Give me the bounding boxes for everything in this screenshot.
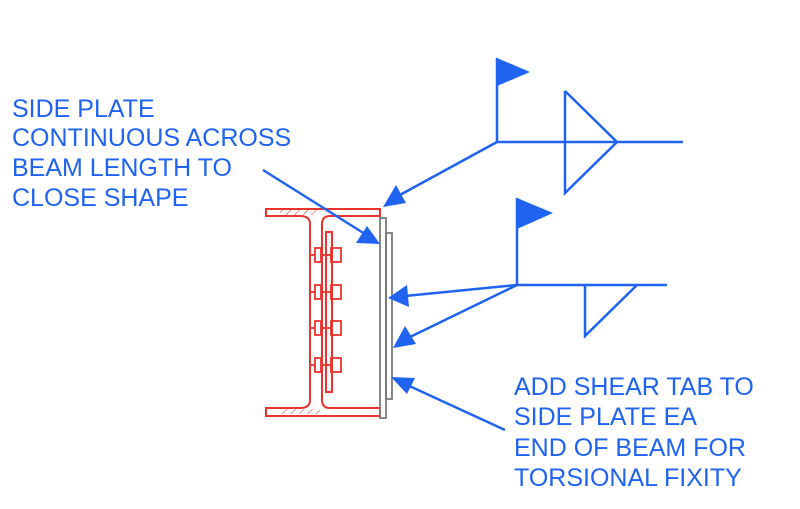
leader-line bbox=[409, 283, 518, 339]
note-line: END OF BEAM FOR bbox=[514, 434, 746, 462]
bolt-group bbox=[309, 247, 342, 373]
bolt bbox=[309, 357, 342, 373]
bolt bbox=[309, 247, 342, 263]
field-weld-flag-icon bbox=[497, 58, 530, 86]
bolt bbox=[309, 320, 342, 336]
note-line: SIDE PLATE EA bbox=[514, 403, 697, 431]
note-line: CONTINUOUS ACROSS bbox=[12, 124, 291, 152]
weld-symbol-top bbox=[383, 58, 683, 207]
shear-tab-plate bbox=[325, 231, 333, 393]
arrowhead-icon bbox=[356, 226, 380, 244]
side-plate-inner bbox=[385, 232, 393, 400]
side-plate-note: SIDE PLATE CONTINUOUS ACROSS BEAM LENGTH… bbox=[12, 95, 298, 212]
leader-line bbox=[397, 140, 498, 198]
field-weld-flag-icon bbox=[517, 198, 553, 229]
shear-tab-note: ADD SHEAR TAB TO SIDE PLATE EA END OF BE… bbox=[514, 373, 761, 492]
side-plate bbox=[379, 217, 393, 419]
arrowhead-icon bbox=[388, 285, 409, 307]
note-line: ADD SHEAR TAB TO bbox=[514, 373, 754, 401]
beam-flange-hatch-top bbox=[280, 210, 320, 215]
note-line: CLOSE SHAPE bbox=[12, 184, 188, 212]
bolt bbox=[309, 284, 342, 300]
shear-tab-note-leader bbox=[391, 377, 506, 432]
beam-flange-hatch-bottom bbox=[280, 409, 320, 414]
arrowhead-icon bbox=[383, 185, 406, 207]
weld-symbol-glyph bbox=[563, 90, 619, 196]
arrowhead-icon bbox=[393, 326, 416, 348]
fillet-weld-glyph bbox=[583, 284, 638, 339]
note-line: SIDE PLATE bbox=[12, 95, 155, 123]
leader-line bbox=[404, 283, 518, 298]
note-line: TORSIONAL FIXITY bbox=[514, 464, 742, 492]
side-plate-note-leader bbox=[262, 168, 380, 244]
arrowhead-icon bbox=[391, 377, 415, 394]
note-line: BEAM LENGTH TO bbox=[12, 154, 232, 182]
weld-symbol-bottom bbox=[388, 198, 667, 348]
